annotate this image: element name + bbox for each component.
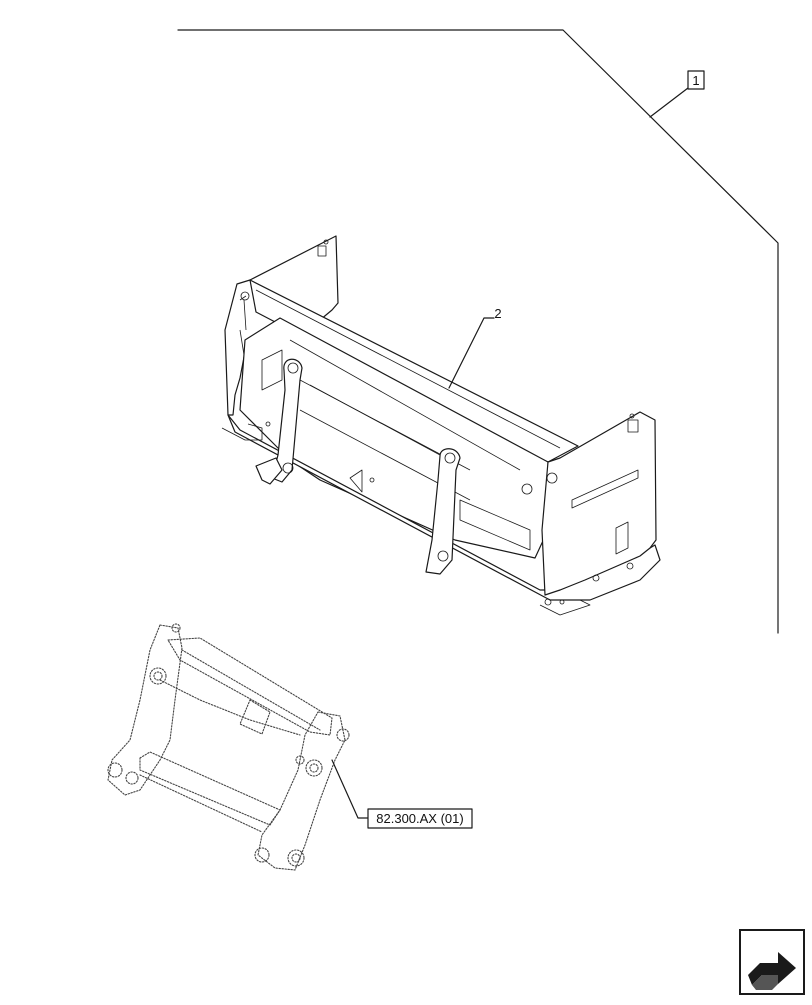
callout-1-label: 1 (692, 73, 699, 88)
loader-coupler-frame[interactable] (107, 623, 350, 871)
reference-callout[interactable]: 82.300.AX (01) (331, 759, 473, 829)
next-page-arrow-icon[interactable] (739, 929, 805, 995)
reference-label: 82.300.AX (01) (376, 811, 463, 826)
callout-2-label: 2 (494, 306, 501, 321)
item-1-bracket (177, 29, 779, 634)
callout-2[interactable]: 2 (448, 306, 502, 389)
snow-pusher-bucket[interactable] (221, 235, 661, 616)
callout-1[interactable]: 1 (687, 70, 705, 90)
